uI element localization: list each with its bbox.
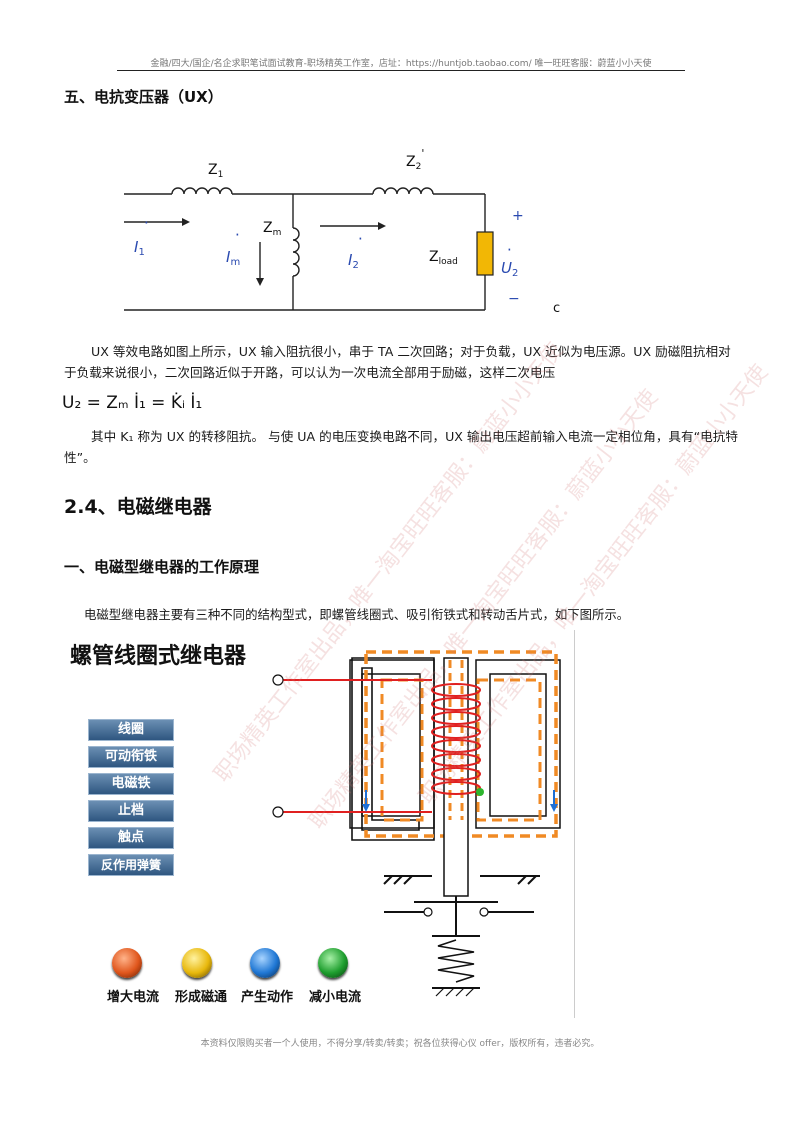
terminal-bottom — [272, 806, 284, 818]
z1-inductor — [171, 187, 233, 195]
ux-paragraph-2: 其中 K₁ 称为 UX 的转移阻抗。 与使 UA 的电压变换电路不同，UX 输出… — [64, 429, 738, 465]
reaction-spring — [437, 939, 475, 983]
menu-item-movable-armature[interactable]: 可动衔铁 — [88, 746, 174, 768]
form-flux-label: 形成磁通 — [174, 990, 227, 1005]
minus-sign: − — [508, 291, 520, 307]
page-header-text: 金融/四大/国企/名企求职笔试面试教育-职场精英工作室，店址：https://h… — [150, 59, 652, 69]
i2-label: I2 — [348, 251, 359, 271]
relay-action-buttons: 增大电流 形成磁通 产生动作 减小电流 — [104, 948, 404, 1008]
relay-figure-title: 螺管线圈式继电器 — [70, 644, 247, 669]
header-divider — [117, 70, 685, 71]
relay-figure: 螺管线圈式继电器 线圈 可动衔铁 电磁铁 止档 触点 反作用弹簧 — [64, 630, 576, 1018]
menu-item-electromagnet[interactable]: 电磁铁 — [88, 773, 174, 795]
u2-label: U2 — [501, 259, 518, 279]
zm-inductor — [292, 227, 300, 277]
menu-item-contact[interactable]: 触点 — [88, 827, 174, 849]
coil-windings — [431, 683, 481, 795]
reduce-current-label: 减小电流 — [308, 990, 361, 1005]
left-core-outline — [349, 659, 435, 829]
i1-label: I1 — [134, 238, 145, 258]
u2-dot: · — [507, 241, 512, 259]
zload-label: Zload — [429, 249, 458, 267]
reduce-current-button[interactable] — [318, 948, 348, 978]
c-label: c — [553, 301, 560, 316]
contact-assembly — [383, 875, 540, 937]
terminal-top — [272, 674, 284, 686]
i1-dot: · — [144, 214, 149, 232]
menu-item-reaction-spring[interactable]: 反作用弹簧 — [88, 854, 174, 876]
zload-resistor — [476, 231, 494, 276]
movable-armature — [443, 657, 469, 897]
produce-action-button[interactable] — [250, 948, 280, 978]
page-footer-text: 本资料仅限购买者一个人使用，不得分享/转卖/转卖；祝各位获得心仪 offer，版… — [200, 1039, 600, 1049]
plus-sign: + — [512, 208, 524, 224]
zm-label: Zm — [263, 220, 281, 238]
menu-item-coil[interactable]: 线圈 — [88, 719, 174, 741]
ux-equivalent-circuit: Z1 Z2' Zm Zload · I1 · Im · I2 + · U2 − … — [124, 147, 560, 316]
z1-label: Z1 — [208, 162, 223, 180]
form-flux-button[interactable] — [182, 948, 212, 978]
increase-current-label: 增大电流 — [106, 990, 159, 1005]
solenoid-relay-drawing — [272, 650, 561, 997]
produce-action-label: 产生动作 — [240, 990, 293, 1005]
section-ux-heading: 五、电抗变压器（UX） — [64, 88, 223, 106]
increase-current-button[interactable] — [112, 948, 142, 978]
right-core-outline — [475, 659, 561, 829]
ux-formula: U₂ = Zₘ İ₁ = K̇ᵢ İ₁ — [62, 393, 203, 413]
ux-paragraph-1: UX 等效电路如图上所示，UX 输入阻抗很小，串于 TA 二次回路；对于负载，U… — [64, 344, 731, 380]
im-label: Im — [226, 248, 240, 268]
section-relay-heading: 2.4、电磁继电器 — [64, 496, 212, 518]
figure-border — [574, 630, 575, 1018]
im-dot: · — [235, 226, 240, 244]
z2-label: Z2' — [406, 147, 424, 172]
menu-item-stop[interactable]: 止档 — [88, 800, 174, 822]
relay-menu: 线圈 可动衔铁 电磁铁 止档 触点 反作用弹簧 — [88, 719, 174, 881]
z2-inductor — [372, 187, 434, 195]
relay-subheading: 一、电磁型继电器的工作原理 — [64, 558, 260, 576]
relay-paragraph: 电磁型继电器主要有三种不同的结构型式，即螺管线圈式、吸引衔铁式和转动舌片式，如下… — [84, 607, 630, 622]
i2-dot: · — [358, 230, 363, 248]
